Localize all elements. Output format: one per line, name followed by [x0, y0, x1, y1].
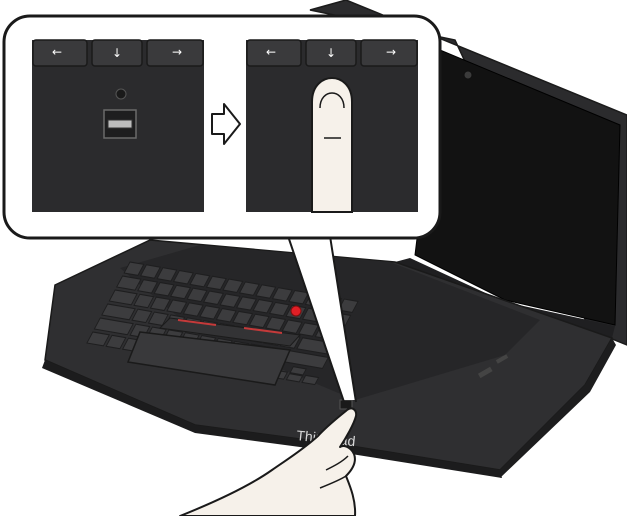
fingerprint-led: [116, 89, 126, 99]
down-arrow-icon: ↓: [112, 46, 122, 60]
arrow-keys: ← ↓ →: [247, 40, 417, 66]
down-arrow-icon: ↓: [326, 46, 336, 60]
arrow-keys: ← ↓ →: [33, 40, 203, 66]
inset-before: ← ↓ →: [32, 40, 204, 212]
finger-on-sensor: [312, 78, 352, 212]
inset-after: ← ↓ →: [246, 40, 418, 212]
trackpoint: [291, 306, 301, 316]
right-arrow-icon: →: [172, 45, 182, 59]
left-arrow-icon: ←: [266, 45, 276, 59]
webcam-icon: [464, 71, 472, 79]
fingerprint-sensor-strip: [108, 120, 132, 128]
right-arrow-icon: →: [386, 45, 396, 59]
left-arrow-icon: ←: [52, 45, 62, 59]
